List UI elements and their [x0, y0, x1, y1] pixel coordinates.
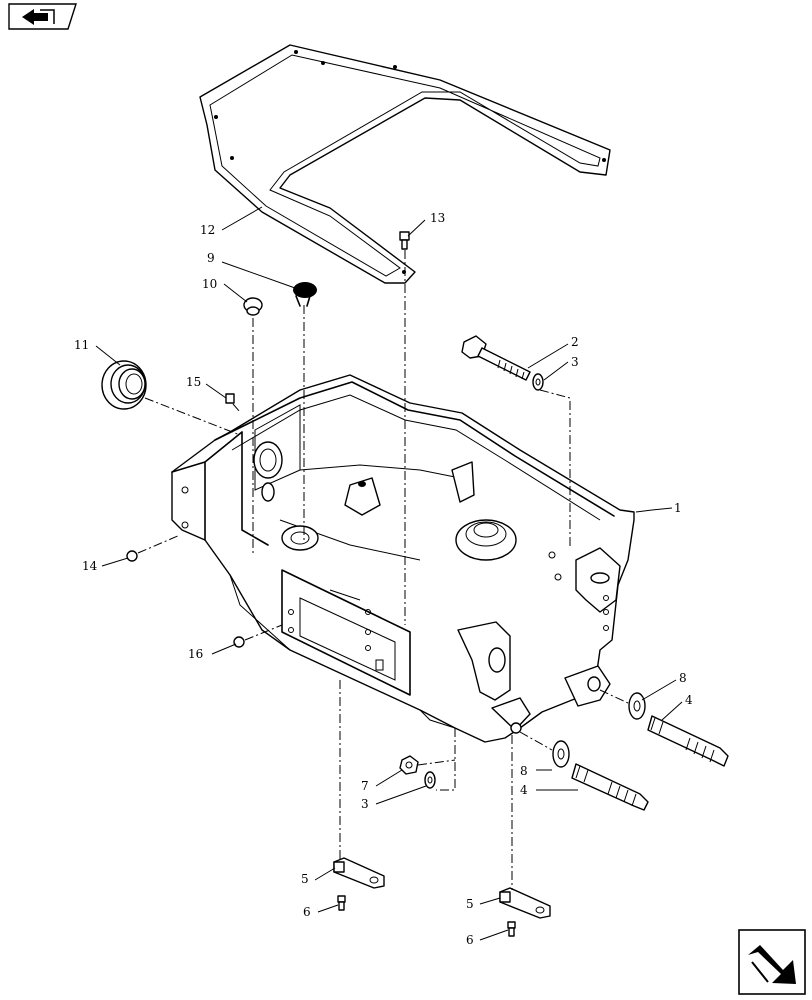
part-4-stud-right: [647, 715, 729, 767]
part-4-stud-lower: [571, 763, 649, 811]
part-2-bolt: [461, 335, 531, 381]
callout-4-right: 4: [685, 693, 693, 707]
callout-8-lower: 8: [520, 764, 528, 778]
part-3-washer-lower: [424, 771, 436, 789]
callout-7: 7: [361, 779, 369, 793]
callout-5-right: 5: [466, 897, 474, 911]
part-8-washer-right: [628, 692, 646, 720]
part-1-housing: [171, 374, 635, 743]
assembly-lines: [137, 250, 629, 890]
part-16-fitting: [233, 636, 245, 648]
part-6-bolt-left: [337, 895, 346, 911]
callout-12: 12: [200, 223, 215, 237]
callout-6-right: 6: [466, 933, 474, 947]
callout-8-right: 8: [679, 671, 687, 685]
back-nav-button[interactable]: [8, 3, 77, 30]
arrow-next-icon: [748, 945, 796, 984]
callout-9: 9: [207, 251, 215, 265]
part-6-bolt-right: [507, 921, 516, 937]
callouts: 1 2 3 8 4 8 4 7 3 5 6 5 6 9 10 11 12 13 …: [74, 211, 693, 947]
callout-10: 10: [202, 277, 217, 291]
callout-2: 2: [571, 335, 579, 349]
part-10-plug: [243, 297, 263, 316]
part-5-bracket-left: [333, 857, 385, 889]
part-12-cover-plate: [199, 44, 611, 284]
part-3-washer-top: [532, 373, 544, 391]
part-11-large-plug: [101, 360, 147, 410]
part-7-nut: [399, 755, 419, 775]
callout-4-lower: 4: [520, 783, 528, 797]
part-14-fitting: [126, 550, 138, 562]
callout-11: 11: [74, 338, 89, 352]
callout-13: 13: [430, 211, 445, 225]
callout-3-lower: 3: [361, 797, 369, 811]
next-nav-button[interactable]: [738, 929, 806, 995]
part-9-clip: [293, 282, 317, 307]
part-13-screw: [399, 231, 410, 250]
part-15-fitting: [225, 393, 235, 404]
callout-16: 16: [188, 647, 203, 661]
callout-15: 15: [186, 375, 201, 389]
callout-14: 14: [82, 559, 98, 573]
leader-lines: [95, 206, 683, 941]
part-5-bracket-right: [499, 887, 551, 919]
part-8-washer-lower: [552, 740, 570, 768]
callout-6-left: 6: [303, 905, 311, 919]
arrow-back-icon: [22, 9, 55, 25]
callout-1: 1: [674, 501, 682, 515]
callout-5-left: 5: [301, 872, 309, 886]
callout-3-top: 3: [571, 355, 579, 369]
